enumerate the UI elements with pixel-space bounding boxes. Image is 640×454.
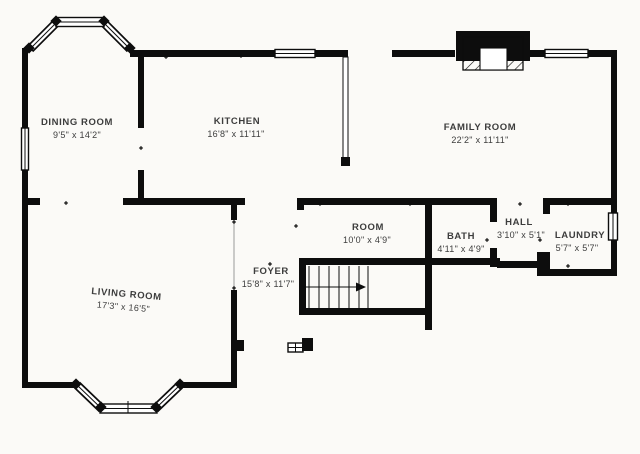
wall-dining-kitchen-upper bbox=[138, 55, 144, 128]
room-label-kitchen: KITCHEN 16'8" x 11'11" bbox=[207, 116, 264, 139]
wall-stairs-left bbox=[299, 258, 306, 315]
svg-text:10'0" x 4'9": 10'0" x 4'9" bbox=[343, 235, 391, 245]
wall-left bbox=[22, 48, 28, 388]
wall-top-family-right bbox=[588, 50, 617, 57]
room-label-foyer: FOYER 15'8" x 11'7" bbox=[242, 266, 295, 289]
front-door bbox=[287, 338, 313, 353]
svg-text:BATH: BATH bbox=[447, 231, 475, 242]
living-bay-window bbox=[70, 378, 186, 414]
svg-text:17'3" x 16'5": 17'3" x 16'5" bbox=[96, 300, 150, 315]
wall-entry-stub bbox=[237, 340, 244, 351]
svg-text:16'8" x 11'11": 16'8" x 11'11" bbox=[207, 129, 264, 139]
wall-top-dining bbox=[130, 50, 275, 57]
fireplace bbox=[456, 31, 530, 71]
room-label-living: LIVING ROOM 17'3" x 16'5" bbox=[91, 286, 162, 315]
svg-text:LAUNDRY: LAUNDRY bbox=[555, 230, 605, 241]
svg-text:KITCHEN: KITCHEN bbox=[214, 116, 260, 127]
wall-dining-living bbox=[123, 198, 245, 205]
wall-living-right-upper bbox=[231, 198, 237, 220]
dining-bay-window bbox=[23, 15, 136, 54]
room-labels: DINING ROOM 9'5" x 14'2" KITCHEN 16'8" x… bbox=[41, 116, 605, 315]
wall-laundry-bottom bbox=[538, 269, 617, 276]
wall-kitchen-family-divider bbox=[342, 56, 349, 159]
svg-text:FAMILY ROOM: FAMILY ROOM bbox=[444, 122, 517, 133]
room-label-dining: DINING ROOM 9'5" x 14'2" bbox=[41, 117, 113, 140]
wall-mid-left-stub bbox=[22, 198, 40, 205]
wall-top-family-mid bbox=[530, 50, 545, 57]
wall-laundry-left-upper bbox=[543, 198, 550, 214]
svg-text:9'5" x 14'2": 9'5" x 14'2" bbox=[53, 130, 101, 140]
svg-text:DINING ROOM: DINING ROOM bbox=[41, 117, 113, 128]
svg-text:5'7" x 5'7": 5'7" x 5'7" bbox=[556, 243, 599, 253]
wall-laundry-top bbox=[543, 198, 617, 205]
exterior-windows bbox=[20, 48, 619, 241]
wall-bottom-left bbox=[22, 382, 78, 388]
svg-text:3'10" x 5'1": 3'10" x 5'1" bbox=[497, 230, 545, 240]
wall-room-bath-top bbox=[297, 198, 497, 205]
svg-text:ROOM: ROOM bbox=[352, 222, 384, 233]
wall-top-family-left bbox=[392, 50, 455, 57]
interior-walls bbox=[22, 55, 617, 388]
wall-room-left-stub bbox=[297, 198, 304, 210]
fireplace-firebox bbox=[479, 47, 508, 71]
exterior-walls bbox=[22, 48, 617, 388]
wall-hall-bottom bbox=[497, 261, 543, 268]
room-label-bath: BATH 4'11" x 4'9" bbox=[437, 231, 484, 254]
wall-room-bottom bbox=[299, 258, 500, 265]
wall-room-bath-divider bbox=[425, 198, 432, 330]
room-label-room: ROOM 10'0" x 4'9" bbox=[343, 222, 391, 245]
svg-text:HALL: HALL bbox=[505, 217, 533, 228]
svg-text:4'11" x 4'9": 4'11" x 4'9" bbox=[437, 244, 484, 254]
wall-living-right-lower bbox=[231, 290, 237, 388]
wall-right bbox=[611, 50, 617, 275]
wall-stairs-bottom bbox=[299, 308, 432, 315]
wall-laundry-left-corner bbox=[537, 252, 550, 276]
room-label-family: FAMILY ROOM 22'2" x 11'11" bbox=[444, 122, 517, 145]
wall-bottom-right bbox=[178, 382, 237, 388]
svg-text:22'2" x 11'11": 22'2" x 11'11" bbox=[451, 135, 508, 145]
svg-text:15'8" x 11'7": 15'8" x 11'7" bbox=[242, 279, 295, 289]
staircase bbox=[306, 266, 369, 308]
wall-dining-kitchen-lower bbox=[138, 170, 144, 204]
room-label-hall: HALL 3'10" x 5'1" bbox=[497, 217, 545, 240]
stairs-direction-arrow bbox=[356, 282, 366, 292]
svg-text:FOYER: FOYER bbox=[253, 266, 289, 277]
dimension-ticks bbox=[63, 53, 571, 291]
wall-bath-right-upper bbox=[490, 198, 497, 222]
wall-top-kitchen bbox=[315, 50, 348, 57]
room-label-laundry: LAUNDRY 5'7" x 5'7" bbox=[555, 230, 605, 253]
wall-bath-right-lower bbox=[490, 248, 497, 267]
